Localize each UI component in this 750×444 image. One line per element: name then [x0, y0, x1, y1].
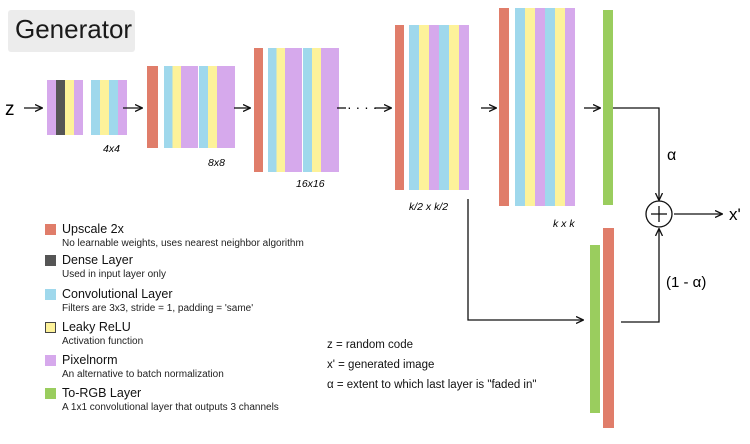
output-label: x' — [729, 205, 741, 224]
stripe-leaky — [276, 48, 285, 172]
torgb-main — [603, 10, 613, 205]
ellipsis-dots: · · · · — [347, 99, 377, 115]
stripe-conv — [199, 66, 208, 148]
stripe-conv — [515, 8, 525, 206]
legend-swatch-upscale — [45, 224, 56, 235]
arrow-torgb-to-sum — [613, 107, 659, 200]
stripe-pixelnorm — [226, 66, 235, 148]
stripe-upscale — [254, 48, 263, 172]
stripe-conv — [545, 8, 555, 206]
one-minus-alpha-label: (1 - α) — [666, 274, 706, 291]
legend-swatch-leaky — [45, 322, 56, 333]
note-x-prime: x' = generated image — [327, 359, 435, 371]
title-box — [8, 10, 135, 52]
legend-name: Upscale 2x — [62, 222, 124, 236]
stripe-conv — [164, 66, 173, 148]
stripe-torgb — [590, 245, 600, 413]
stripe-leaky — [172, 66, 181, 148]
legend-desc: No learnable weights, uses nearest neigh… — [62, 238, 304, 249]
stripe-upscale — [603, 228, 614, 428]
block-4x4 — [47, 80, 127, 135]
stripe-pixelnorm — [47, 80, 56, 135]
stripe-conv — [91, 80, 100, 135]
legend-swatch-conv — [45, 289, 56, 300]
resolution-label-8x8: 8x8 — [208, 157, 225, 169]
block-k — [499, 8, 575, 206]
legend-swatch-torgb — [45, 388, 56, 399]
stripe-conv — [303, 48, 312, 172]
upscale-skip — [603, 228, 614, 428]
legend-desc: A 1x1 convolutional layer that outputs 3… — [62, 402, 279, 413]
legend-swatch-dense — [45, 255, 56, 266]
block-8x8 — [147, 66, 235, 148]
stripe-upscale — [395, 25, 404, 190]
stripe-dense — [56, 80, 65, 135]
connection-arrows — [24, 108, 722, 322]
stripe-pixelnorm — [565, 8, 575, 206]
legend-name: Convolutional Layer — [62, 287, 173, 301]
stripe-leaky — [555, 8, 565, 206]
stripe-leaky — [65, 80, 74, 135]
resolution-label-k2: k/2 x k/2 — [409, 201, 448, 213]
legend-name: Leaky ReLU — [62, 320, 131, 334]
stripe-conv — [109, 80, 118, 135]
stripe-pixelnorm — [429, 25, 439, 190]
stripe-pixelnorm — [189, 66, 198, 148]
stripe-pixelnorm — [181, 66, 190, 148]
stripe-leaky — [525, 8, 535, 206]
stripe-leaky — [100, 80, 109, 135]
stripe-conv — [409, 25, 419, 190]
stripe-leaky — [208, 66, 217, 148]
legend-name: Dense Layer — [62, 253, 133, 267]
stripe-upscale — [499, 8, 509, 206]
stripe-pixelnorm — [217, 66, 226, 148]
arrow-skip-to-upscale — [467, 199, 583, 320]
stripe-leaky — [419, 25, 429, 190]
stripe-pixelnorm — [321, 48, 330, 172]
stripe-pixelnorm — [74, 80, 83, 135]
note-alpha: α = extent to which last layer is "faded… — [327, 379, 537, 391]
stripe-pixelnorm — [118, 80, 127, 135]
resolution-label-16x16: 16x16 — [296, 178, 325, 190]
legend-desc: Used in input layer only — [62, 269, 166, 280]
input-label: z — [5, 99, 15, 120]
stripe-leaky — [312, 48, 321, 172]
torgb-skip — [590, 245, 600, 413]
stripe-conv — [439, 25, 449, 190]
legend-swatch-pixelnorm — [45, 355, 56, 366]
stripe-pixelnorm — [535, 8, 545, 206]
stripe-leaky — [449, 25, 459, 190]
layer-blocks — [47, 8, 614, 428]
diagram-title: Generator — [15, 14, 133, 44]
stripe-conv — [268, 48, 277, 172]
note-z: z = random code — [327, 339, 413, 351]
alpha-label: α — [667, 147, 676, 164]
stripe-pixelnorm — [293, 48, 302, 172]
stripe-pixelnorm — [459, 25, 469, 190]
legend-name: To-RGB Layer — [62, 386, 142, 400]
sum-node — [645, 200, 673, 228]
stripe-pixelnorm — [330, 48, 339, 172]
arrow-upscale-to-sum — [621, 229, 659, 323]
block-16x16 — [254, 48, 339, 172]
block-k2 — [395, 25, 469, 190]
stripe-upscale — [147, 66, 158, 148]
legend-desc: An alternative to batch normalization — [62, 369, 224, 380]
stripe-torgb — [603, 10, 613, 205]
legend-name: Pixelnorm — [62, 353, 118, 367]
legend-desc: Filters are 3x3, stride = 1, padding = '… — [62, 303, 254, 314]
resolution-label-k: k x k — [553, 218, 575, 230]
stripe-pixelnorm — [285, 48, 294, 172]
resolution-label-4x4: 4x4 — [103, 143, 120, 155]
legend-desc: Activation function — [62, 336, 144, 347]
